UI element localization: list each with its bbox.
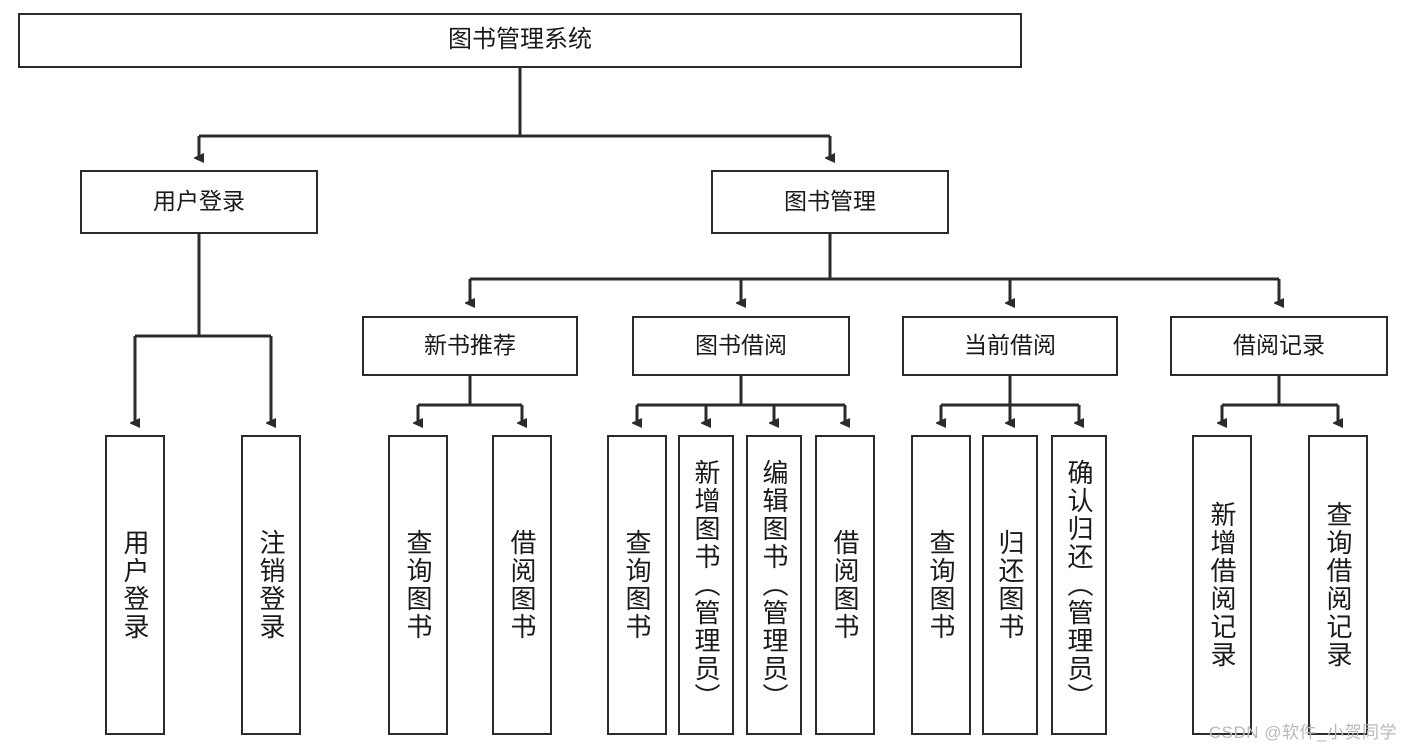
leaf-borrow-book[interactable]: 借阅图书 (815, 435, 875, 735)
node-label: 新书推荐 (424, 332, 516, 359)
leaf-return-book[interactable]: 归还图书 (982, 435, 1038, 735)
leaf-confirm-return-admin[interactable]: 确认归还（管理员） (1051, 435, 1107, 735)
leaf-user-login[interactable]: 用户登录 (105, 435, 165, 735)
node-label: 借阅记录 (1233, 332, 1325, 359)
leaf-query-book-borrow[interactable]: 查询图书 (607, 435, 667, 735)
node-book-borrow[interactable]: 图书借阅 (632, 316, 850, 376)
node-label: 查询借阅记录 (1323, 501, 1353, 669)
node-root-system[interactable]: 图书管理系统 (18, 13, 1022, 68)
node-label: 新增借阅记录 (1207, 501, 1237, 669)
node-label: 图书管理系统 (448, 26, 592, 54)
watermark-text: CSDN @软件_小贺同学 (1208, 723, 1397, 742)
node-label: 借阅图书 (830, 529, 860, 641)
node-label: 注销登录 (256, 529, 286, 641)
node-label: 归还图书 (995, 529, 1025, 641)
node-label: 确认归还（管理员） (1064, 459, 1094, 711)
leaf-query-book-recommend[interactable]: 查询图书 (388, 435, 448, 735)
node-user-login[interactable]: 用户登录 (80, 170, 318, 234)
node-label: 查询图书 (622, 529, 652, 641)
node-label: 借阅图书 (507, 529, 537, 641)
node-label: 用户登录 (153, 188, 245, 215)
leaf-edit-book-admin[interactable]: 编辑图书（管理员） (746, 435, 802, 735)
leaf-query-borrow-record[interactable]: 查询借阅记录 (1308, 435, 1368, 735)
node-current-borrow[interactable]: 当前借阅 (902, 316, 1118, 376)
node-label: 查询图书 (926, 529, 956, 641)
leaf-add-book-admin[interactable]: 新增图书（管理员） (678, 435, 734, 735)
node-book-management[interactable]: 图书管理 (711, 170, 949, 234)
leaf-query-book-current[interactable]: 查询图书 (911, 435, 971, 735)
node-label: 当前借阅 (964, 332, 1056, 359)
node-label: 图书借阅 (695, 332, 787, 359)
leaf-borrow-book-recommend[interactable]: 借阅图书 (492, 435, 552, 735)
node-label: 查询图书 (403, 529, 433, 641)
node-label: 编辑图书（管理员） (759, 459, 789, 711)
node-borrow-record[interactable]: 借阅记录 (1170, 316, 1388, 376)
node-label: 图书管理 (784, 188, 876, 215)
node-label: 新增图书（管理员） (691, 459, 721, 711)
leaf-add-borrow-record[interactable]: 新增借阅记录 (1192, 435, 1252, 735)
node-label: 用户登录 (120, 529, 150, 641)
node-new-book-recommend[interactable]: 新书推荐 (362, 316, 578, 376)
leaf-logout[interactable]: 注销登录 (241, 435, 301, 735)
